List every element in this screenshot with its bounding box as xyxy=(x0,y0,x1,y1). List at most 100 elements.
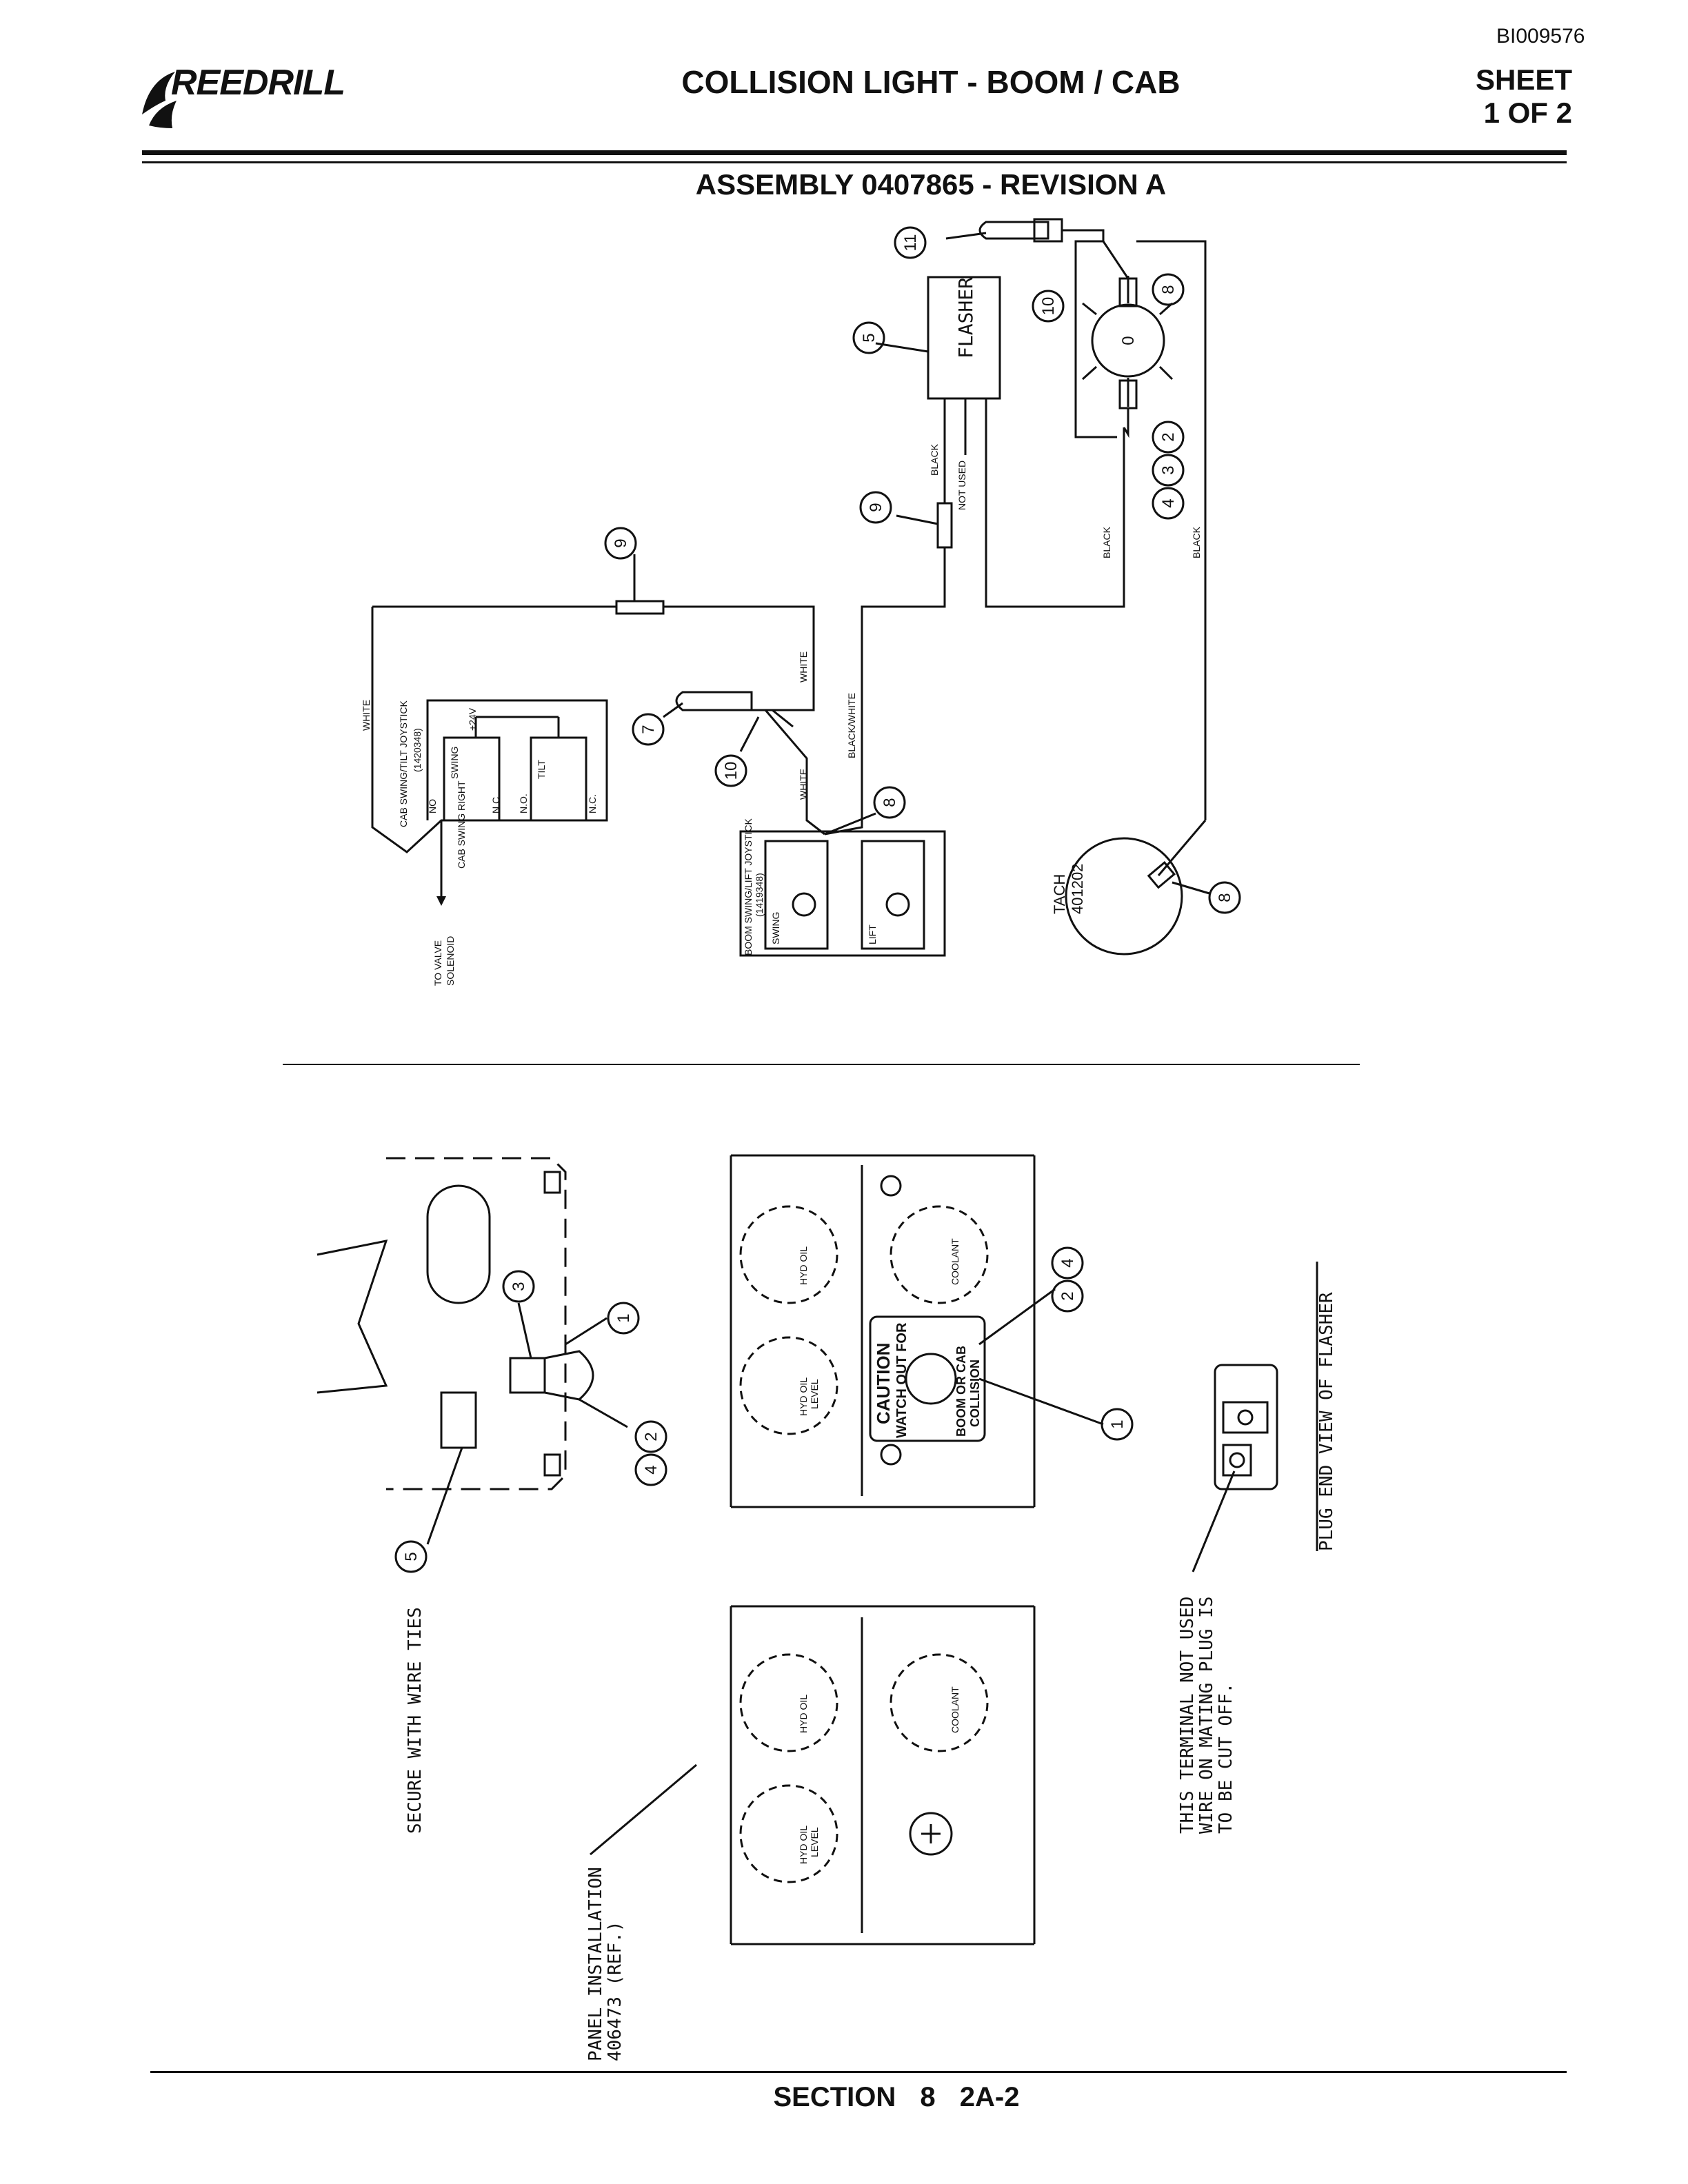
installation-labels: SECURE WITH WIRE TIES PANEL INSTALLATION… xyxy=(405,1238,1337,2061)
cab-no-label-2: N.O. xyxy=(518,793,529,813)
page-footer: SECTION 8 2A-2 xyxy=(690,2082,1103,2113)
level-label-1: LEVEL xyxy=(809,1379,820,1409)
caution-label-plate xyxy=(869,1315,986,1442)
callout-number: 2 xyxy=(1058,1291,1077,1300)
callout-0: 0 xyxy=(1119,336,1138,345)
gauge-hyd-oil-level-upper xyxy=(739,1336,838,1435)
cab-nc-label-1: N.C. xyxy=(490,794,501,813)
callout-number: 5 xyxy=(402,1552,421,1561)
reedrill-logo xyxy=(142,72,177,128)
wiring-diagram xyxy=(371,218,1210,957)
callout-10a: 10 xyxy=(1032,290,1065,323)
callout-number: 4 xyxy=(1058,1258,1077,1267)
callout-number: 10 xyxy=(1039,297,1058,316)
gauge-coolant-lower xyxy=(890,1653,989,1752)
watch-out-text: WATCH OUT FOR xyxy=(894,1322,910,1438)
wire-label-black-white: BLACK/WHITE xyxy=(846,693,857,758)
cab-swing-label: SWING xyxy=(449,747,460,779)
mounting-bracket xyxy=(386,1157,567,1490)
wire-label-black-flasher: BLACK xyxy=(929,443,940,476)
plug-end-view-label: PLUG END VIEW OF FLASHER xyxy=(1316,1292,1337,1551)
callout-number: 3 xyxy=(510,1282,528,1291)
callout-number: 9 xyxy=(612,538,630,547)
panel-plug xyxy=(909,1812,953,1856)
wire-label-white-upper: WHITE xyxy=(798,651,809,682)
secure-note: SECURE WITH WIRE TIES xyxy=(405,1607,425,1834)
collision-text: COLLISION xyxy=(968,1359,982,1427)
boom-or-cab-text: BOOM OR CAB xyxy=(954,1346,968,1437)
cab-joystick-part: (1420348) xyxy=(412,728,423,772)
callout-number: 8 xyxy=(1159,285,1178,294)
wiring-callouts: 11 10 8 5 0 2 3 4 9 9 7 10 8 8 xyxy=(604,226,1241,914)
tach-gauge xyxy=(1065,837,1183,956)
sheet-count: 1 OF 2 xyxy=(1483,97,1572,129)
callout-11: 11 xyxy=(894,226,927,259)
callout-8b: 8 xyxy=(873,786,906,819)
callout-2a: 2 xyxy=(1152,421,1185,454)
installation-callouts: 3 1 2 4 5 2 4 1 xyxy=(394,1246,1134,1573)
panel-note-line1: PANEL INSTALLATION xyxy=(585,1867,606,2061)
not-used-label: NOT USED xyxy=(956,461,967,510)
level-label-2: LEVEL xyxy=(809,1827,820,1857)
callout-4a: 4 xyxy=(1152,487,1185,520)
callout-9b: 9 xyxy=(604,527,637,560)
inst-callout-1b: 1 xyxy=(1101,1408,1134,1441)
bracket-slot xyxy=(426,1184,491,1304)
inst-callout-5: 5 xyxy=(394,1540,428,1573)
tach-label: TACH xyxy=(1051,874,1068,914)
flasher-side-view xyxy=(440,1391,477,1449)
callout-number: 10 xyxy=(722,762,741,780)
to-valve-label: TO VALVE xyxy=(432,940,443,986)
gauge-hyd-oil-level-lower xyxy=(739,1784,838,1883)
coolant-label-1: COOLANT xyxy=(950,1238,961,1285)
gauge-hyd-oil-upper xyxy=(739,1205,838,1304)
header-rule-thin xyxy=(142,161,1567,163)
callout-number: 2 xyxy=(1159,432,1178,441)
boom-joystick-outline xyxy=(739,830,946,957)
callout-8a: 8 xyxy=(1152,273,1185,306)
connector-9-upper xyxy=(936,502,953,549)
assembly-title: ASSEMBLY 0407865 - REVISION A xyxy=(695,168,1167,201)
callout-9a: 9 xyxy=(859,491,892,524)
solenoid-label: SOLENOID xyxy=(445,936,456,986)
boom-swing-label: SWING xyxy=(770,912,781,944)
tach-part-number: 401202 xyxy=(1069,864,1086,914)
callout-number: 7 xyxy=(639,725,658,734)
footer-page: 2A-2 xyxy=(959,2082,1020,2112)
flasher-label: FLASHER xyxy=(954,277,977,358)
callout-number: 4 xyxy=(642,1465,661,1474)
inst-callout-2b: 2 xyxy=(1051,1280,1084,1313)
terminal-note-line3: TO BE CUT OFF. xyxy=(1216,1683,1236,1834)
flasher-plug-end-view xyxy=(1214,1364,1278,1490)
callout-5: 5 xyxy=(852,321,885,354)
callout-number: 1 xyxy=(614,1313,633,1322)
gauge-coolant-upper xyxy=(890,1205,989,1304)
gauge-panel-lower xyxy=(730,1605,1036,1945)
light-dome xyxy=(543,1350,594,1401)
flasher-box xyxy=(927,276,1001,400)
light-base xyxy=(509,1357,546,1394)
cab-joystick-label: CAB SWING/TILT JOYSTICK xyxy=(398,700,409,827)
hyd-oil-label-2: HYD OIL xyxy=(798,1377,809,1416)
collision-light-lens xyxy=(905,1353,957,1405)
cab-tilt-label: TILT xyxy=(536,760,547,779)
header-rule-thick xyxy=(142,150,1567,155)
callout-10b: 10 xyxy=(714,754,747,787)
callout-8c: 8 xyxy=(1208,881,1241,914)
wire-label-white-lower: WHITE xyxy=(798,769,809,800)
boom-lift-label: LIFT xyxy=(867,924,878,944)
drawing-title: COLLISION LIGHT - BOOM / CAB xyxy=(681,64,1180,100)
boom-joystick-part: (1419348) xyxy=(754,873,765,917)
wiring-labels: FLASHER BLACK NOT USED BLACK BLACK WHITE… xyxy=(361,277,1202,986)
gauge-panel-upper xyxy=(730,1154,1036,1508)
callout-number: 3 xyxy=(1159,465,1178,474)
logo-text: REEDRILL xyxy=(171,63,345,103)
plus24v-label: +24V xyxy=(467,707,478,731)
collision-light-bulb-top xyxy=(978,221,1049,240)
logo-swoosh-icon xyxy=(142,72,175,114)
cab-nc-label-2: N.C. xyxy=(587,794,598,813)
footer-section: SECTION 8 xyxy=(773,2082,936,2112)
callout-number: 5 xyxy=(860,333,878,342)
callout-number: 0 xyxy=(1119,336,1138,345)
cab-swing-right-label: CAB SWING RIGHT xyxy=(456,780,467,869)
